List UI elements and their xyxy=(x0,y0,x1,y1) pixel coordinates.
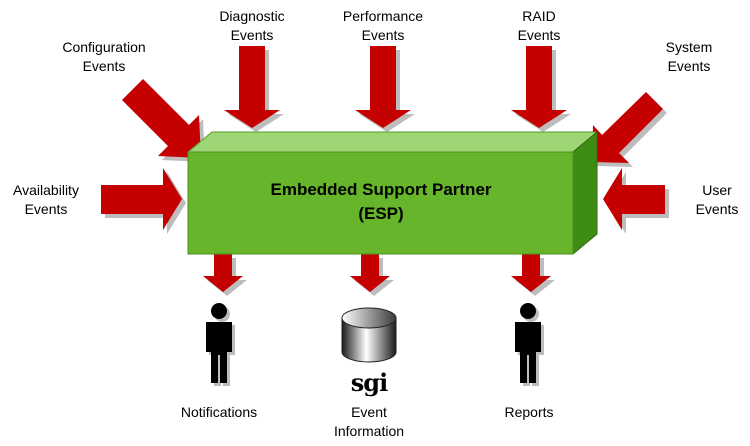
arrow-system-events xyxy=(592,92,667,167)
arrow-performance-events xyxy=(355,46,415,132)
arrow-to-reports xyxy=(511,254,555,296)
label-configuration-events: Configuration Events xyxy=(62,39,146,74)
label-performance-events: Performance Events xyxy=(342,8,424,43)
esp-title: Embedded Support Partner (ESP) xyxy=(188,178,574,226)
esp-box xyxy=(186,130,599,256)
arrow-user-events xyxy=(603,168,669,234)
label-reports: Reports xyxy=(504,404,554,420)
arrow-configuration-events xyxy=(122,79,205,162)
arrow-raid-events xyxy=(511,46,571,132)
label-notifications: Notifications xyxy=(180,404,258,420)
label-system-events: System Events xyxy=(665,39,713,74)
arrow-availability-events xyxy=(101,168,186,234)
database-cylinder-icon xyxy=(341,307,397,363)
label-diagnostic-events: Diagnostic Events xyxy=(219,8,285,43)
person-icon xyxy=(515,303,544,386)
esp-title-abbrev: (ESP) xyxy=(358,204,404,223)
person-icon xyxy=(206,303,235,386)
arrow-to-event-information xyxy=(350,254,394,296)
label-raid-events: RAID Events xyxy=(517,8,561,43)
arrow-to-notifications xyxy=(203,254,247,296)
sgi-logo: sgi xyxy=(350,368,388,397)
label-user-events: User Events xyxy=(695,182,739,217)
label-availability-events: Availability Events xyxy=(13,182,79,217)
esp-title-name: Embedded Support Partner xyxy=(270,180,492,199)
arrow-diagnostic-events xyxy=(224,46,284,132)
label-event-information: Event Information xyxy=(333,404,405,439)
